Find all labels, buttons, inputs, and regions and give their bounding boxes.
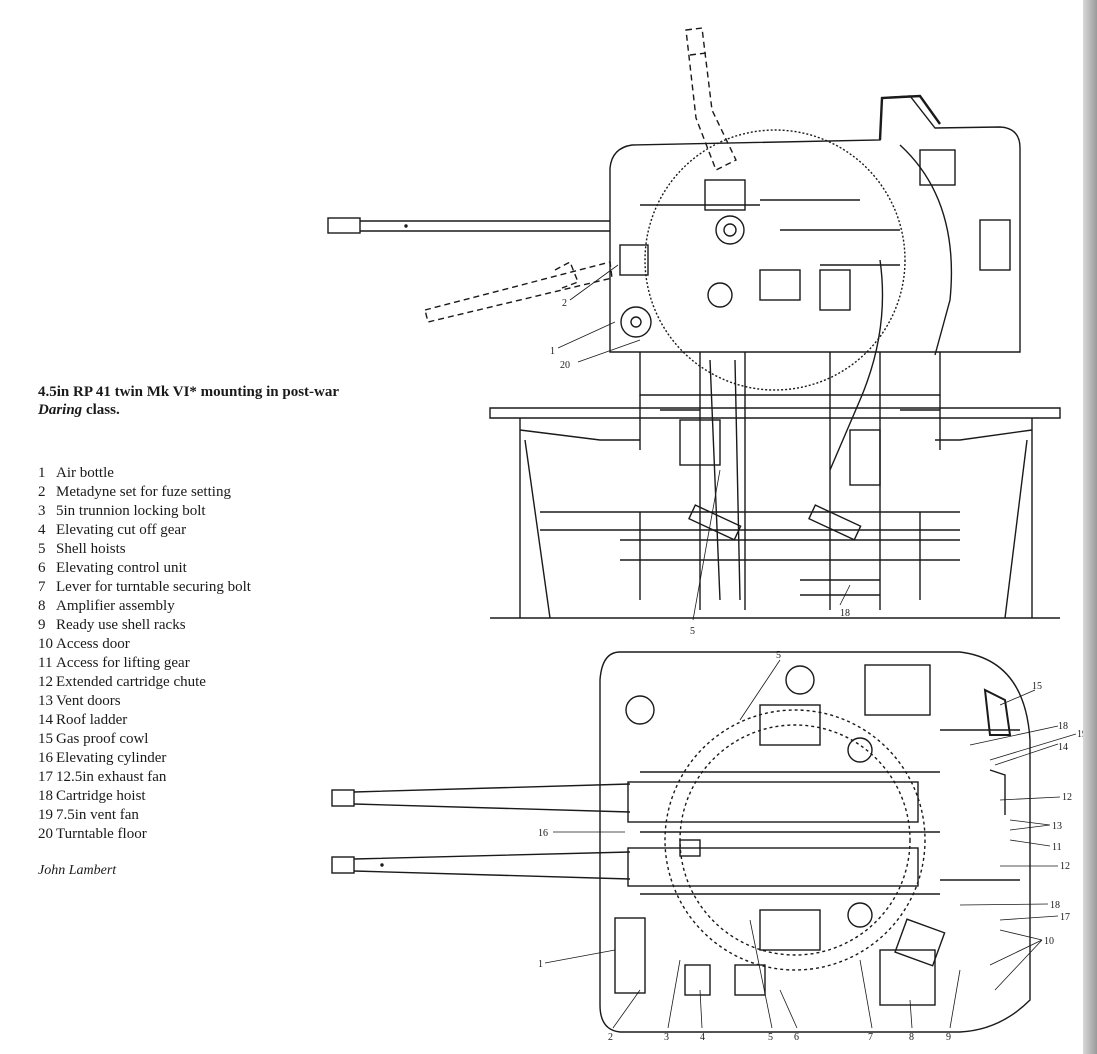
- callout-label: 12: [1060, 861, 1070, 872]
- caption-class-suffix: class.: [82, 402, 120, 418]
- callout-label: 3: [664, 1032, 669, 1043]
- callout-label: 19: [1077, 729, 1087, 740]
- carriage-ring: [644, 129, 906, 391]
- callout-label: 17: [1060, 912, 1070, 923]
- gunhouse-plan-outline: [599, 651, 1031, 1033]
- artist-credit: John Lambert: [38, 863, 117, 878]
- callout-label: 14: [1058, 742, 1068, 753]
- callout-label: 1: [538, 959, 543, 970]
- side-elevation-view: [327, 27, 1061, 621]
- callout-label: 4: [700, 1032, 705, 1043]
- callout-label: 10: [1044, 936, 1054, 947]
- callout-label: 2: [608, 1032, 613, 1043]
- horizontal-barrel: [327, 217, 610, 234]
- callout-label: 18: [1058, 721, 1068, 732]
- callout-label: 5: [768, 1032, 773, 1043]
- deck-stand: [489, 407, 1061, 419]
- callout-label: 11: [1052, 842, 1062, 853]
- callout-label: 6: [794, 1032, 799, 1043]
- callout-label: 1: [550, 346, 555, 357]
- callout-label: 5: [690, 626, 695, 637]
- page-edge-shadow: [1083, 0, 1097, 1054]
- callout-label: 18: [840, 608, 850, 619]
- gunhouse-shield: [609, 95, 1021, 353]
- plan-view: [331, 651, 1077, 1033]
- callout-label: 16: [538, 828, 548, 839]
- elevated-barrel: [685, 27, 737, 171]
- callout-label: 2: [562, 298, 567, 309]
- callout-label: 18: [1050, 900, 1060, 911]
- callout-label: 7: [868, 1032, 873, 1043]
- callout-label: 13: [1052, 821, 1062, 832]
- caption-subtitle: Daring class.: [38, 401, 458, 419]
- depressed-barrel: [424, 261, 613, 323]
- figure-caption: 4.5in RP 41 twin Mk VI* mounting in post…: [38, 383, 458, 419]
- callout-label: 20: [560, 360, 570, 371]
- callout-label: 12: [1062, 792, 1072, 803]
- caption-class-name: Daring: [38, 402, 83, 418]
- caption-title: 4.5in RP 41 twin Mk VI* mounting in post…: [38, 384, 340, 400]
- pedestal: [639, 352, 941, 396]
- callout-label: 15: [1032, 681, 1042, 692]
- callout-label: 9: [946, 1032, 951, 1043]
- twin-barrels: [331, 783, 631, 880]
- callout-label: 5: [776, 650, 781, 661]
- turntable-ring: [664, 709, 926, 971]
- callout-label: 8: [909, 1032, 914, 1043]
